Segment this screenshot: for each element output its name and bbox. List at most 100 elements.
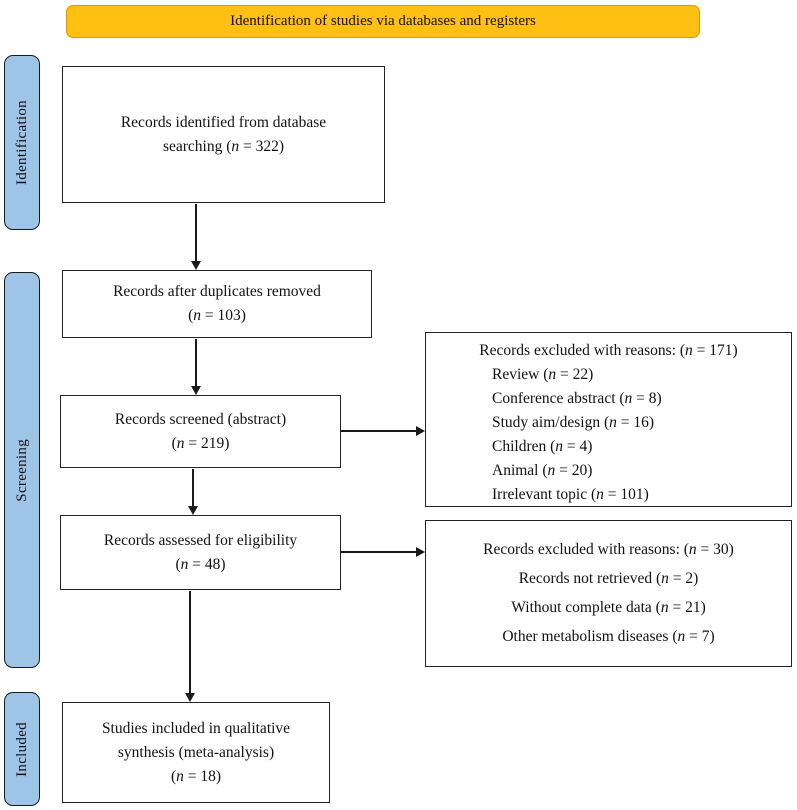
stage-screening-label: Screening	[13, 438, 30, 502]
arrow-down-icon	[191, 386, 201, 395]
arrow-down-icon	[185, 693, 195, 702]
box-records-identified: Records identified from database searchi…	[62, 66, 385, 203]
text-segment: Records after duplicates removed	[113, 283, 321, 300]
text-segment: = 4)	[563, 438, 593, 455]
n-variable: n	[547, 462, 556, 479]
stage-included: Included	[4, 692, 40, 806]
text-segment: = 22)	[556, 366, 594, 383]
text-segment: = 101)	[603, 486, 649, 503]
n-variable: n	[677, 628, 686, 645]
text-segment: Children (	[492, 438, 556, 455]
text-segment: = 20)	[555, 462, 593, 479]
n-variable: n	[176, 767, 184, 785]
text-line: synthesis (meta-analysis)	[118, 741, 274, 765]
text-segment: Records assessed for eligibility	[103, 531, 298, 549]
box-duplicates-removed: Records after duplicates removed (n = 10…	[62, 270, 372, 338]
text-segment: (	[170, 767, 177, 785]
arrow-right-icon	[416, 547, 425, 557]
text-segment: Records excluded with reasons: (	[479, 342, 686, 359]
text-segment: Other metabolism diseases (	[502, 628, 678, 645]
n-variable: n	[685, 342, 693, 359]
box-assessed-eligibility: Records assessed for eligibility (n = 48…	[60, 515, 341, 590]
exclusion-item: Review (n = 22)	[492, 363, 791, 387]
n-variable: n	[193, 307, 201, 324]
text-segment: synthesis (meta-analysis)	[117, 743, 275, 761]
exclusion-item: Without complete data (n = 21)	[426, 593, 791, 622]
stage-identification: Identification	[4, 55, 40, 230]
text-segment: = 103)	[201, 307, 246, 324]
text-segment: Review (	[492, 366, 549, 383]
arrow-right-icon	[416, 426, 425, 436]
text-line: Studies included in qualitative	[102, 717, 290, 741]
text-segment: (	[175, 555, 181, 573]
text-line: Records after duplicates removed	[113, 280, 321, 304]
text-segment: = 21)	[668, 599, 706, 616]
text-segment: = 7)	[685, 628, 715, 645]
exclusion-item: Conference abstract (n = 8)	[492, 387, 791, 411]
n-variable: n	[624, 390, 633, 407]
banner-label: Identification of studies via databases …	[230, 13, 536, 29]
arrow-screened-to-excluded-line	[341, 430, 416, 432]
exclusion-header: Records excluded with reasons: (n = 171)	[426, 339, 791, 363]
text-segment: searching (	[162, 137, 232, 155]
arrow-screened-to-eligibility-line	[192, 469, 194, 506]
text-segment: Records screened (abstract)	[114, 410, 287, 428]
arrow-eligibility-to-included-line	[189, 591, 191, 693]
text-segment: Records excluded with reasons: (	[483, 541, 689, 558]
n-variable: n	[596, 486, 604, 503]
text-segment: = 219)	[184, 434, 230, 452]
text-line: (n = 219)	[172, 432, 230, 456]
arrow-identified-to-duplicates-line	[195, 204, 197, 261]
n-variable: n	[555, 438, 564, 455]
text-line: Records screened (abstract)	[115, 408, 286, 432]
text-segment: = 18)	[183, 767, 222, 785]
n-variable: n	[660, 599, 669, 616]
arrow-down-icon	[191, 261, 201, 270]
text-segment: = 171)	[692, 342, 738, 359]
exclusion-item: Children (n = 4)	[492, 435, 791, 459]
box-excluded-screening: Records excluded with reasons: (n = 171)…	[425, 332, 792, 507]
text-segment: = 8)	[632, 390, 662, 407]
exclusion-item: Study aim/design (n = 16)	[492, 411, 791, 435]
stage-included-label: Included	[13, 721, 30, 777]
text-segment: Conference abstract (	[492, 390, 625, 407]
text-line: Records identified from database	[121, 111, 326, 135]
arrow-duplicates-to-screened-line	[195, 339, 197, 386]
exclusion-items: Review (n = 22) Conference abstract (n =…	[426, 363, 791, 507]
n-variable: n	[231, 137, 240, 155]
stage-screening: Screening	[4, 272, 40, 668]
exclusion-item: Other metabolism diseases (n = 7)	[426, 622, 791, 651]
text-segment: Records identified from database	[120, 113, 327, 131]
box-records-screened: Records screened (abstract) (n = 219)	[60, 395, 341, 468]
exclusion-item: Animal (n = 20)	[492, 459, 791, 483]
banner: Identification of studies via databases …	[66, 5, 700, 38]
text-segment: Studies included in qualitative	[101, 719, 291, 737]
text-segment: Records not retrieved (	[518, 570, 662, 587]
text-line: Records assessed for eligibility	[104, 529, 297, 553]
text-segment: Irrelevant topic (	[492, 486, 597, 503]
n-variable: n	[609, 414, 617, 431]
arrow-eligibility-to-excluded-line	[341, 551, 416, 553]
text-segment: (	[188, 307, 194, 324]
exclusion-item: Irrelevant topic (n = 101)	[492, 483, 791, 507]
exclusion-items: Records not retrieved (n = 2) Without co…	[426, 564, 791, 651]
text-segment: = 16)	[616, 414, 655, 431]
arrow-down-icon	[188, 506, 198, 515]
text-segment: = 322)	[239, 137, 285, 155]
n-variable: n	[180, 555, 189, 573]
exclusion-item: Records not retrieved (n = 2)	[426, 564, 791, 593]
text-line: (n = 48)	[175, 553, 225, 577]
text-segment: Animal (	[492, 462, 548, 479]
text-segment: (	[171, 434, 177, 452]
n-variable: n	[548, 366, 557, 383]
text-segment: = 30)	[696, 541, 734, 558]
n-variable: n	[176, 434, 185, 452]
text-segment: = 2)	[668, 570, 699, 587]
text-line: (n = 103)	[188, 304, 246, 328]
n-variable: n	[661, 570, 669, 587]
exclusion-header: Records excluded with reasons: (n = 30)	[426, 535, 791, 564]
stage-identification-label: Identification	[13, 99, 30, 185]
text-segment: = 48)	[188, 555, 226, 573]
text-segment: Study aim/design (	[492, 414, 610, 431]
